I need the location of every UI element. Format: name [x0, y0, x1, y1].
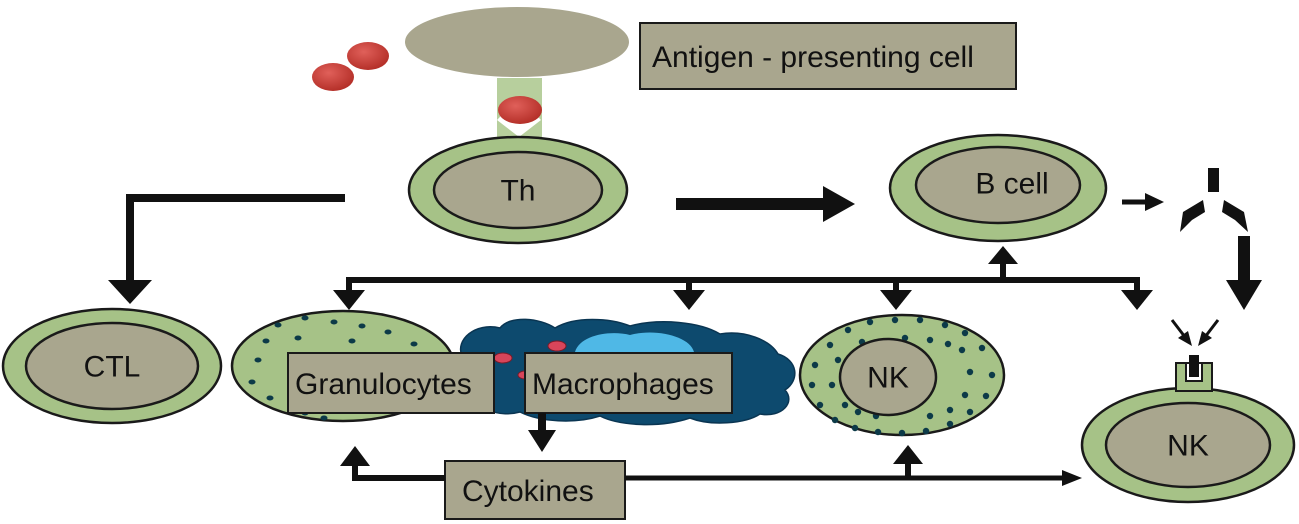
granulocytes-label: Granulocytes: [295, 368, 472, 401]
presented-antigen: [498, 96, 542, 124]
apc-label: Antigen - presenting cell: [652, 41, 974, 74]
arrow-antibody-to-nk: [1226, 236, 1262, 310]
th-cell: Th: [407, 135, 629, 245]
granulocytes-label-box: [287, 352, 495, 414]
nk-cell-middle: NK: [798, 313, 1006, 437]
nk-right-label: NK: [1167, 430, 1209, 463]
b-cell: B cell: [888, 133, 1108, 243]
antibody-binding-arrows: [1170, 319, 1220, 346]
b-cell-label: B cell: [975, 168, 1048, 201]
macrophages-label: Macrophages: [532, 368, 714, 401]
nk-middle-label: NK: [867, 362, 909, 395]
arrow-cytokines-outputs: [340, 445, 1082, 486]
cytokines-label-box: [444, 460, 626, 520]
antigen-particle: [347, 42, 389, 70]
arrow-th-to-ctl: [108, 194, 345, 304]
arrow-macrophages-to-cytokines: [528, 413, 556, 452]
ctl-cell: CTL: [1, 307, 223, 425]
apc-label-box: [639, 22, 1017, 90]
th-label: Th: [500, 175, 535, 208]
cytokines-label: Cytokines: [462, 475, 594, 508]
nk-cell-right: NK: [1080, 386, 1296, 504]
macrophages-label-box: [524, 352, 733, 414]
arrow-distribution-bar: [333, 246, 1153, 310]
antigen-presenting-cell: [405, 7, 629, 77]
antibody-icon: [1180, 168, 1248, 232]
ctl-label: CTL: [84, 351, 141, 384]
fc-receptor-icon: [1175, 355, 1213, 392]
antigen-particle: [312, 63, 354, 91]
arrow-th-to-bcell: [676, 186, 855, 222]
arrow-bcell-to-antibody: [1122, 193, 1164, 211]
